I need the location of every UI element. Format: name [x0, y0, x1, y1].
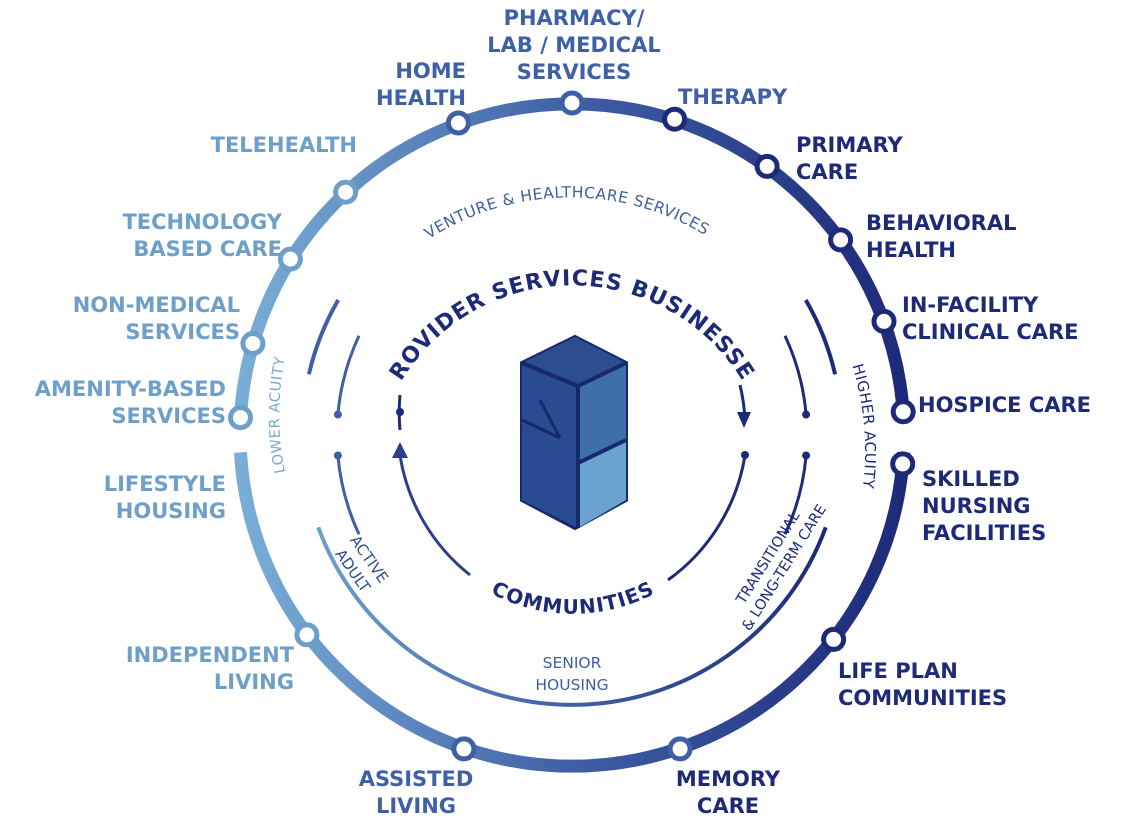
inner-ring-transitional-arc	[783, 455, 808, 535]
ring-node	[821, 626, 847, 652]
ring-nodes	[228, 90, 916, 762]
right-label-4-line-2: FACILITIES	[922, 521, 1046, 545]
left-label-3-line-0: AMENITY-BASED	[35, 377, 226, 401]
left-label-4-line-1: HOUSING	[116, 499, 226, 523]
center-arrows	[392, 384, 751, 582]
ring-node	[890, 451, 916, 477]
inner-ring-bottom-arc	[316, 526, 828, 707]
top-label-1-line-0: PHARMACY/	[504, 6, 645, 30]
bottom-label-1-line-1: CARE	[697, 794, 759, 818]
inner-ring	[306, 298, 838, 707]
svg-text:SENIOR: SENIOR	[543, 654, 602, 672]
ring-node	[445, 110, 471, 136]
inner-ring-left-upper-arc	[336, 335, 361, 415]
right-label-3-line-0: HOSPICE CARE	[918, 393, 1091, 417]
bottom-label-0-line-0: ASSISTED	[359, 767, 474, 791]
outer-ring-bottom-arc	[234, 452, 910, 773]
right-label-1-line-1: HEALTH	[866, 238, 956, 262]
top-label-0-line-1: HEALTH	[376, 86, 466, 110]
ring-node	[828, 227, 854, 253]
ring-node	[228, 405, 253, 431]
right-label-5-line-1: COMMUNITIES	[838, 686, 1007, 710]
svg-text:HOUSING: HOUSING	[535, 676, 608, 694]
right-label-5-line-0: LIFE PLAN	[838, 659, 958, 683]
left-label-1-line-1: BASED CARE	[133, 237, 282, 261]
inner-ring-dot	[802, 451, 811, 460]
left-label-5-line-1: LIVING	[214, 670, 294, 694]
right-label-0-line-1: CARE	[796, 160, 858, 184]
senior-housing-label: SENIOR HOUSING	[535, 654, 608, 694]
ring-node	[662, 106, 688, 132]
provider-services-businesses-label: PROVIDER SERVICES BUSINESSES	[0, 0, 759, 385]
right-label-0-line-0: PRIMARY	[796, 133, 904, 157]
right-label-2-line-1: CLINICAL CARE	[902, 320, 1079, 344]
lower-acuity-label: LOWER ACUITY	[267, 355, 289, 474]
left-label-2-line-0: NON-MEDICAL	[73, 293, 240, 317]
right-label-4-line-0: SKILLED	[922, 467, 1020, 491]
ring-node	[559, 90, 585, 116]
top-label-1-line-1: LAB / MEDICAL	[487, 33, 660, 57]
inner-ring-active-adult-arc	[336, 455, 361, 535]
top-label-2-line-0: THERAPY	[678, 85, 788, 109]
top-label-0-line-0: HOME	[395, 59, 466, 83]
higher-acuity-label: HIGHER ACUITY	[848, 362, 879, 491]
ring-node	[294, 622, 320, 648]
ring-node	[333, 179, 359, 205]
inner-ring-right-arc	[804, 298, 838, 375]
service-labels: TELEHEALTH TECHNOLOGY BASED CARE NON-MEDICA…	[35, 6, 1091, 818]
inner-ring-left-arc	[306, 298, 340, 375]
ring-node	[890, 399, 916, 425]
communities-label: COMMUNITIES	[488, 576, 658, 619]
left-label-2-line-1: SERVICES	[125, 320, 240, 344]
inner-ring-dot	[802, 410, 811, 419]
ring-node	[451, 736, 477, 762]
ring-node	[240, 331, 266, 356]
left-label-5-line-0: INDEPENDENT	[126, 643, 295, 667]
active-adult-label: ACTIVE ADULT	[332, 532, 392, 596]
inner-ring-right-upper-arc	[783, 335, 808, 415]
top-label-1-line-2: SERVICES	[517, 60, 632, 84]
ring-node	[277, 246, 303, 272]
inner-ring-dot	[333, 451, 342, 460]
right-label-1-line-0: BEHAVIORAL	[866, 211, 1016, 235]
left-label-0-line-0: TELEHEALTH	[211, 133, 357, 157]
inner-ring-dot	[333, 410, 342, 419]
left-label-3-line-1: SERVICES	[111, 404, 226, 428]
ring-node	[754, 153, 780, 179]
ring-node	[871, 308, 897, 334]
bottom-label-0-line-1: LIVING	[376, 794, 456, 818]
left-label-1-line-0: TECHNOLOGY	[122, 210, 282, 234]
right-label-2-line-0: IN-FACILITY	[902, 293, 1039, 317]
ring-node	[667, 736, 693, 762]
left-label-4-line-0: LIFESTYLE	[104, 472, 226, 496]
venture-healthcare-services-label: VENTURE & HEALTHCARE SERVICES	[421, 183, 712, 242]
central-logo	[520, 334, 628, 531]
right-label-4-line-1: NURSING	[922, 494, 1031, 518]
bottom-label-1-line-0: MEMORY	[676, 767, 781, 791]
